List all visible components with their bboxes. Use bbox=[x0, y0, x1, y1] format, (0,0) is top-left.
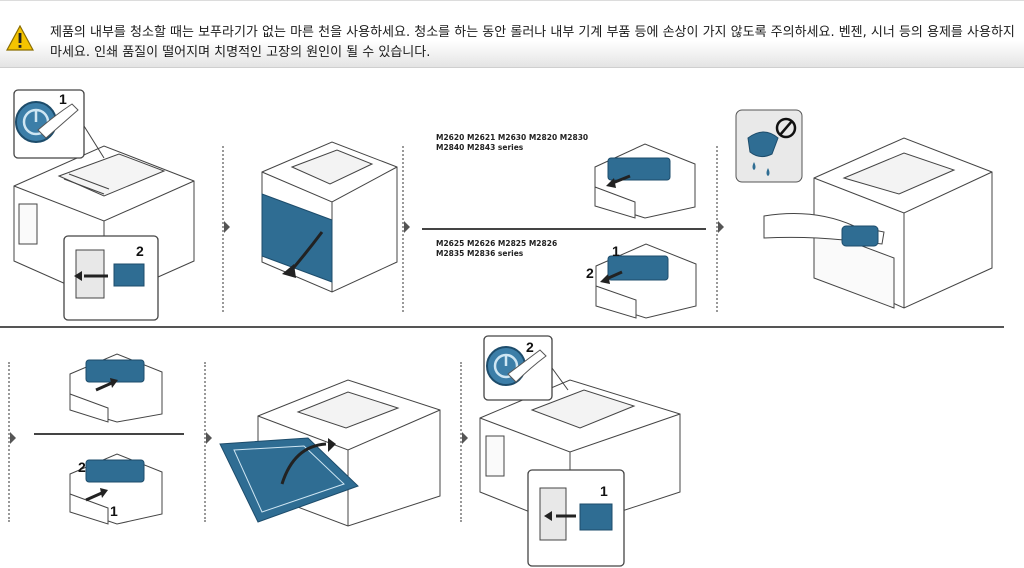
callout-number: 1 bbox=[612, 243, 620, 259]
step-arrow bbox=[404, 221, 410, 233]
step-separator bbox=[460, 362, 462, 522]
sub-divider bbox=[34, 433, 184, 435]
step-close-cover-illustration bbox=[219, 379, 441, 527]
toner-reinsert-b-illustration: 2 1 bbox=[69, 453, 163, 525]
step-wipe-interior-illustration bbox=[735, 109, 993, 309]
step-separator bbox=[402, 146, 404, 312]
toner-removal-a-illustration bbox=[594, 143, 696, 219]
step-arrow bbox=[224, 221, 230, 233]
water-drop-icon bbox=[752, 162, 756, 170]
power-plug-callout: 2 bbox=[63, 235, 159, 321]
step-power-on-illustration: 2 1 bbox=[479, 335, 681, 567]
power-button-callout: 1 bbox=[13, 89, 105, 159]
callout-number: 1 bbox=[600, 483, 608, 499]
sub-divider bbox=[422, 228, 706, 230]
step-separator bbox=[204, 362, 206, 522]
step-arrow bbox=[718, 221, 724, 233]
front-cover bbox=[219, 437, 359, 523]
callout-number: 2 bbox=[526, 339, 534, 355]
no-water-callout bbox=[735, 109, 803, 183]
warning-icon bbox=[6, 25, 34, 51]
power-button-callout: 2 bbox=[483, 335, 569, 401]
toner-reinsert-a-illustration bbox=[69, 353, 163, 423]
cleaning-cloth bbox=[841, 225, 879, 247]
warning-text: 제품의 내부를 청소할 때는 보푸라기가 없는 마른 천을 사용하세요. 청소를… bbox=[50, 25, 1015, 60]
warning-notice: 제품의 내부를 청소할 때는 보푸라기가 없는 마른 천을 사용하세요. 청소를… bbox=[0, 0, 1024, 68]
callout-number: 2 bbox=[78, 459, 86, 475]
step-separator bbox=[716, 146, 718, 312]
row-divider bbox=[0, 326, 1004, 328]
callout-number: 1 bbox=[59, 91, 67, 107]
prohibited-icon bbox=[775, 117, 797, 139]
close-arrow-icon bbox=[280, 442, 327, 485]
step-arrow bbox=[10, 432, 16, 444]
callout-number: 2 bbox=[136, 243, 144, 259]
toner-removal-b-illustration: 1 2 bbox=[586, 243, 697, 319]
step-arrow bbox=[206, 432, 212, 444]
callout-number: 1 bbox=[110, 503, 118, 519]
power-plug-callout: 1 bbox=[527, 469, 625, 567]
front-cover bbox=[261, 193, 333, 283]
step-separator bbox=[222, 146, 224, 312]
step-open-cover-illustration bbox=[261, 141, 398, 293]
step-separator bbox=[8, 362, 10, 522]
printer-body bbox=[813, 137, 993, 309]
model-list-a: M2620 M2621 M2630 M2820 M2830 M2840 M284… bbox=[436, 133, 589, 152]
step-power-off-illustration: 1 2 bbox=[13, 89, 195, 321]
model-list-b: M2625 M2626 M2825 M2826 M2835 M2836 seri… bbox=[436, 239, 558, 258]
step-arrow bbox=[462, 432, 468, 444]
callout-number: 2 bbox=[586, 265, 594, 281]
